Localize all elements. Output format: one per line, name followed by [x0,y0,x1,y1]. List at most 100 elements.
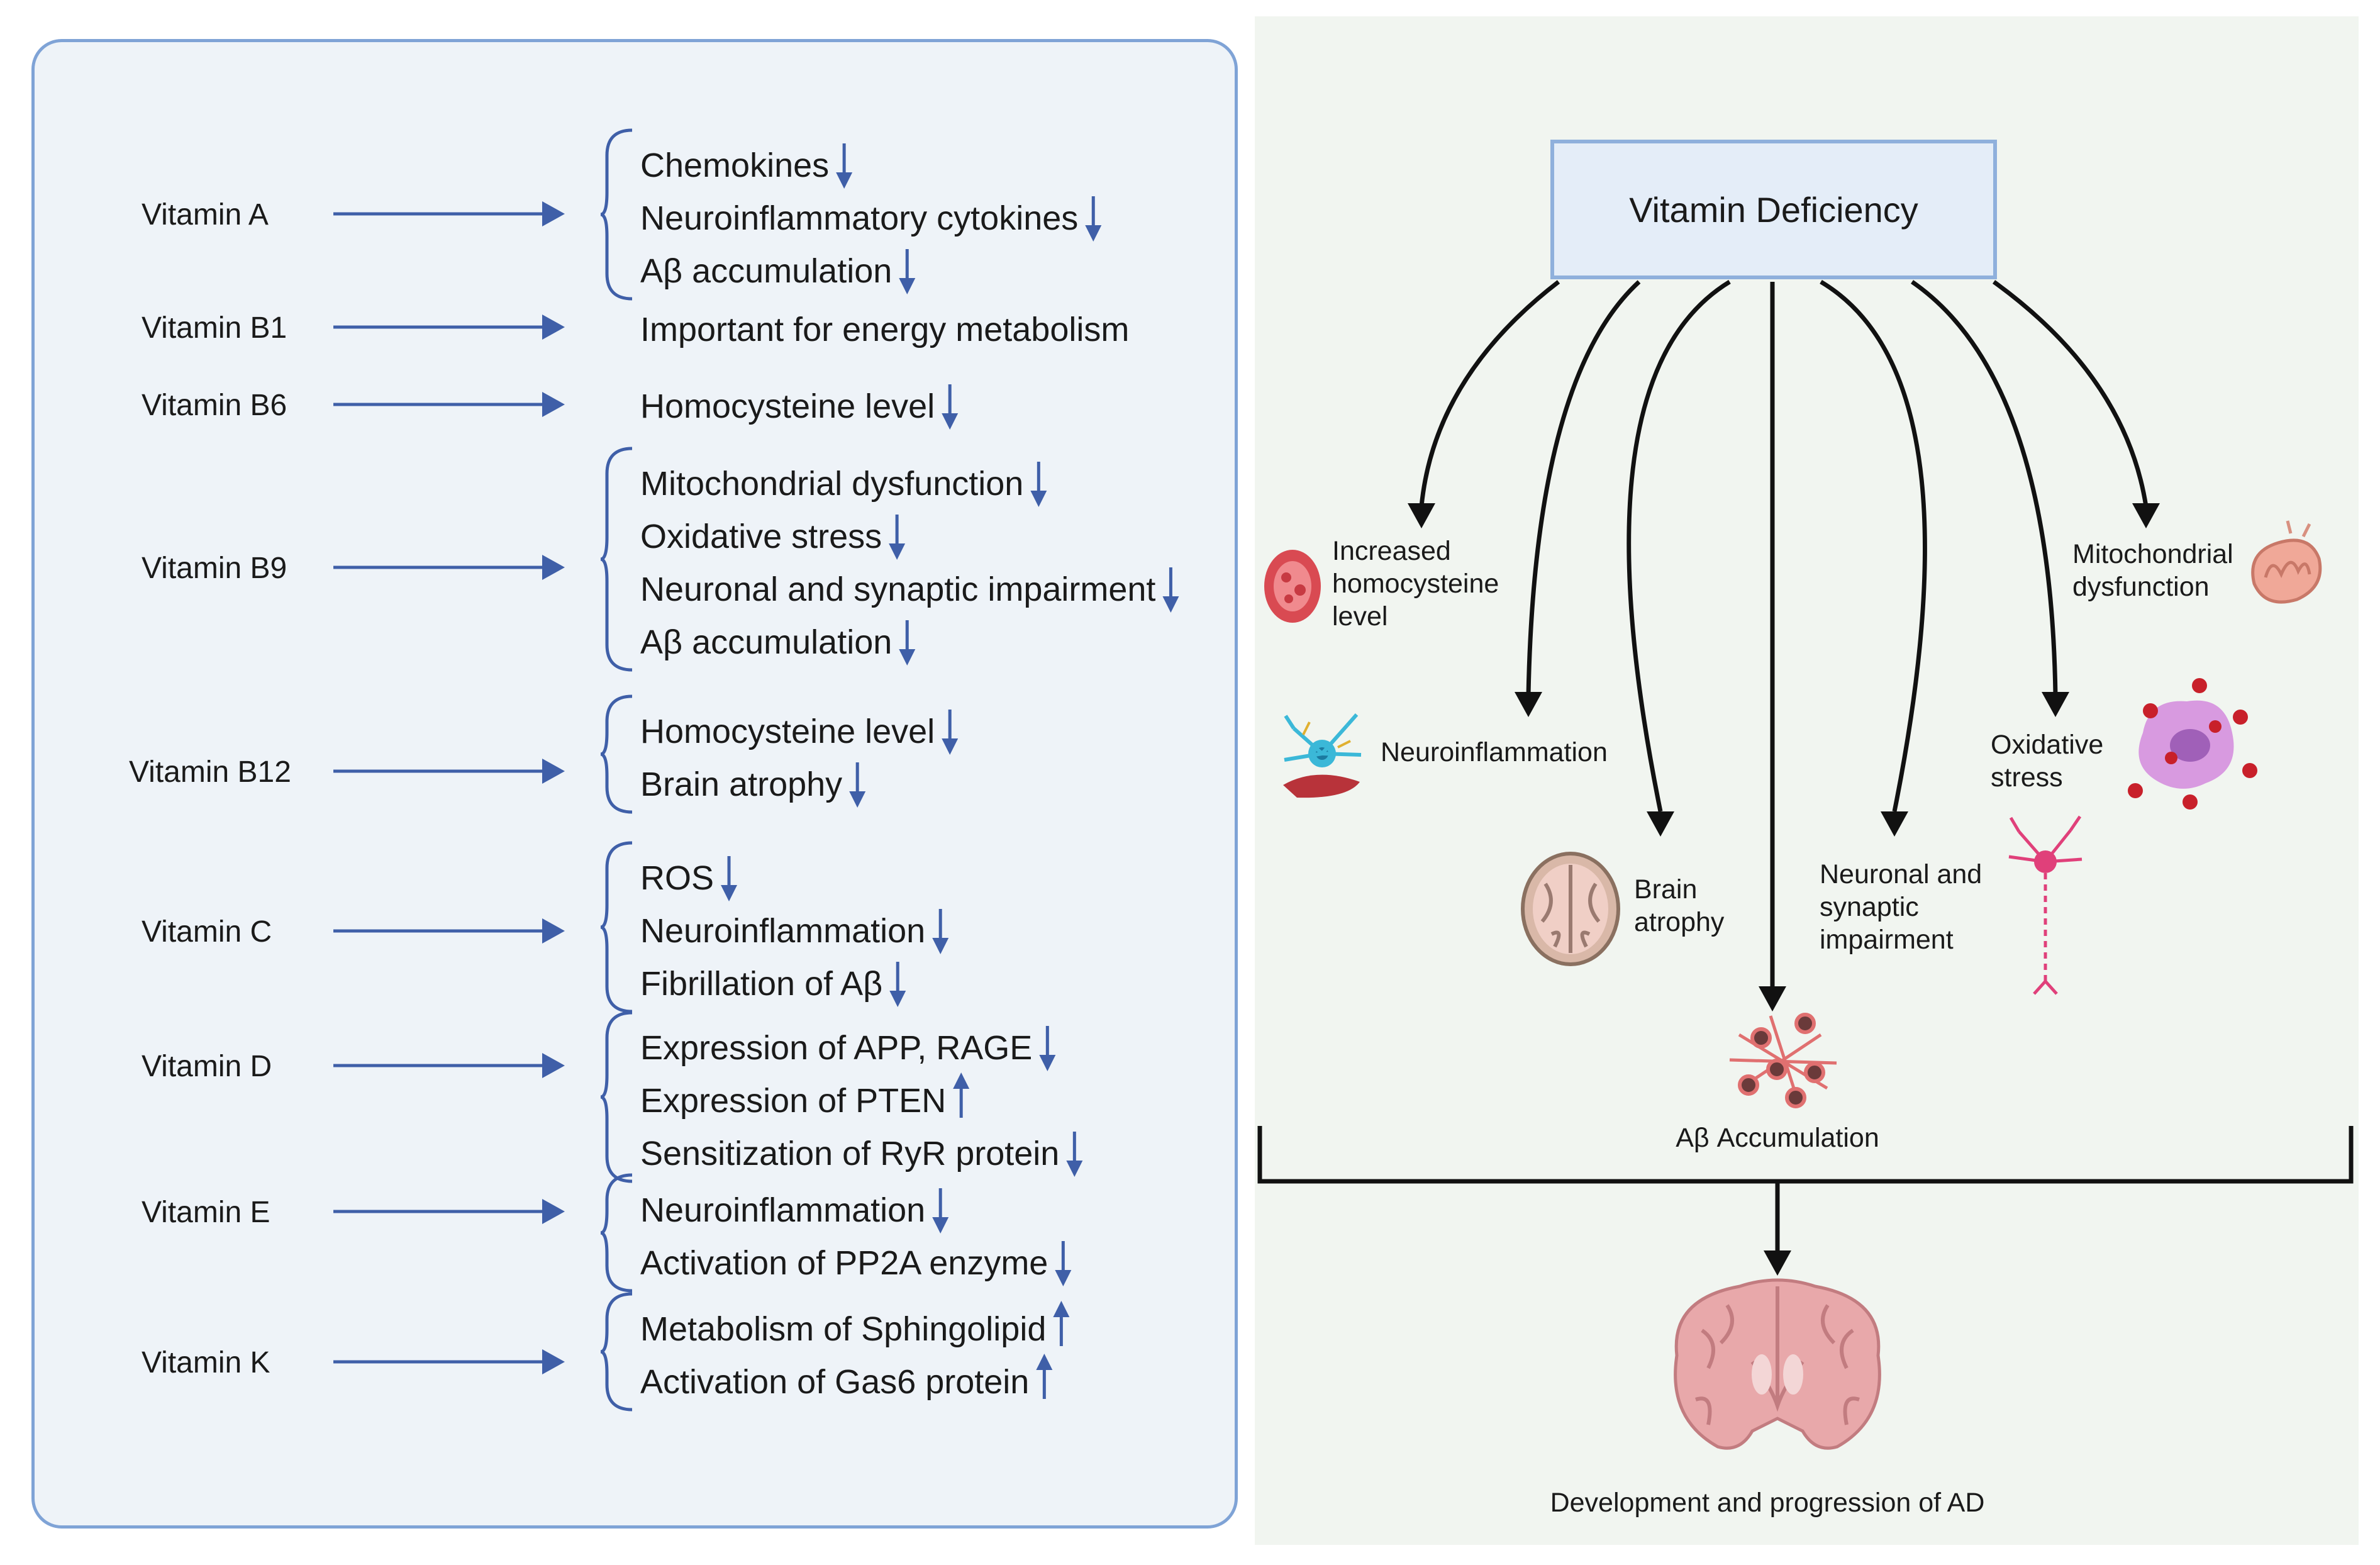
down-arrow-icon [1085,225,1102,242]
down-arrow-icon [942,413,959,430]
effect-text: Expression of PTEN [640,1082,946,1120]
effect-brace [600,1292,633,1412]
arrow-to-brain-atrophy [1627,280,1731,812]
vitamin-arrow-head [542,759,565,784]
vitamin-name: Vitamin K [142,1346,270,1379]
label-brain-atrophy: Brain atrophy [1634,874,1725,937]
vitamin-name: Vitamin B1 [142,311,287,345]
arrowhead-neuroinflammation [1515,692,1542,717]
microglia-icon [1283,713,1362,798]
effect-text: Aβ accumulation [640,252,892,290]
up-arrow-icon [1053,1301,1070,1317]
down-arrow-icon [1066,1161,1083,1177]
effect-brace [600,1011,633,1183]
vitamin-row: Vitamin B1 Important for energy metabolis… [142,311,1129,348]
effect-text: Brain atrophy [640,766,842,803]
vitamin-arrow-head [542,555,565,580]
neuron-icon [2008,815,2082,995]
down-arrow-icon [899,649,916,666]
vitamin-deficiency-box: Vitamin Deficiency [1550,140,1997,279]
label-neuronal: Neuronal and synaptic impairment [1820,859,1989,955]
down-arrow-icon [899,278,916,294]
vitamin-row: Vitamin D Expression of APP, RAGE Expressi… [142,1011,1083,1183]
vitamin-name: Vitamin C [142,915,272,949]
effect-text: Expression of APP, RAGE [640,1029,1032,1067]
oxidative-cell-icon [2128,678,2257,810]
effect-text: Homocysteine level [640,387,935,425]
effect-text: Neuroinflammation [640,912,925,950]
label-neuroinflammation: Neuroinflammation [1381,737,1608,767]
vitamin-name: Vitamin A [142,198,269,231]
arrowhead-homocysteine [1408,503,1435,528]
vitamin-deficiency-title: Vitamin Deficiency [1629,189,1918,230]
label-abeta-accumulation: Aβ Accumulation [1676,1123,1879,1153]
vitamin-name: Vitamin E [142,1196,270,1229]
effect-text: Homocysteine level [640,713,935,750]
effect-text: Fibrillation of Aβ [640,965,882,1003]
arrow-to-neuronal [1820,279,1927,812]
effect-text: Metabolism of Sphingolipid [640,1310,1046,1348]
bracket-line [1257,1126,2354,1184]
label-oxidative: Oxidative stress [1991,730,2111,793]
deficiency-arrows [1257,279,2354,1252]
arrow-to-homocysteine [1419,280,1560,507]
down-arrow-icon [889,543,906,560]
down-arrow-icon [889,991,906,1007]
vitamin-arrow-head [542,315,565,340]
label-mitochondrial: Mitochondrial dysfunction [2072,539,2241,602]
effect-brace [600,1173,633,1293]
down-arrow-icon [1162,596,1179,613]
vitamin-name: Vitamin D [142,1050,272,1083]
outcome-labels: Increased homocysteine level Neuroinflam… [1332,536,2241,1518]
effect-text: Sensitization of RyR protein [640,1135,1059,1172]
effect-brace [600,694,633,814]
arrowhead-brain-atrophy [1647,811,1674,837]
effect-text: ROS [640,859,714,897]
label-homocysteine: Increased homocysteine level [1332,536,1506,632]
effect-text: Neuronal and synaptic impairment [640,571,1155,608]
vitamin-row: Vitamin B9 Mitochondrial dysfunctionOxida… [142,447,1179,672]
down-arrow-icon [932,1217,949,1234]
arrowhead-oxidative [2042,692,2069,717]
vitamin-effects-panel [31,39,1238,1529]
down-arrow-icon [849,791,866,808]
down-arrow-icon [932,938,949,954]
vitamin-name: Vitamin B12 [129,755,291,789]
amyloid-plaque-icon [1729,1013,1837,1108]
arrowhead-ad [1764,1250,1791,1276]
vitamin-row: Vitamin K Metabolism of SphingolipidActiv… [142,1292,1070,1412]
vitamin-arrow-head [542,1349,565,1374]
effect-brace [600,447,633,672]
arrowhead-abeta [1759,986,1786,1011]
vitamin-name: Vitamin B6 [142,389,287,422]
effect-text: Neuroinflammatory cytokines [640,199,1078,237]
vitamin-row: Vitamin B6 Homocysteine level [142,384,959,430]
down-arrow-icon [1039,1055,1056,1071]
brain-atrophy-icon [1521,852,1620,966]
down-arrow-icon [721,885,738,901]
arrow-to-neuroinflammation [1526,280,1641,696]
vitamin-name: Vitamin B9 [142,552,287,585]
effect-text: Oxidative stress [640,518,882,555]
label-ad-progression: Development and progression of AD [1550,1488,1985,1518]
vitamin-arrow-head [542,392,565,417]
effect-text: Important for energy metabolism [640,311,1129,348]
down-arrow-icon [1030,491,1047,507]
effect-text: Activation of PP2A enzyme [640,1244,1048,1282]
effect-text: Neuroinflammation [640,1191,925,1229]
effect-brace [600,128,633,301]
vitamin-arrow-head [542,1199,565,1224]
effect-text: Mitochondrial dysfunction [640,465,1023,503]
down-arrow-icon [1055,1270,1072,1286]
effect-text: Activation of Gas6 protein [640,1363,1029,1401]
effect-text: Chemokines [640,147,829,184]
arrow-to-mitochondrial [1992,280,2149,507]
arrow-to-oxidative [1911,280,2058,696]
up-arrow-icon [953,1072,970,1089]
